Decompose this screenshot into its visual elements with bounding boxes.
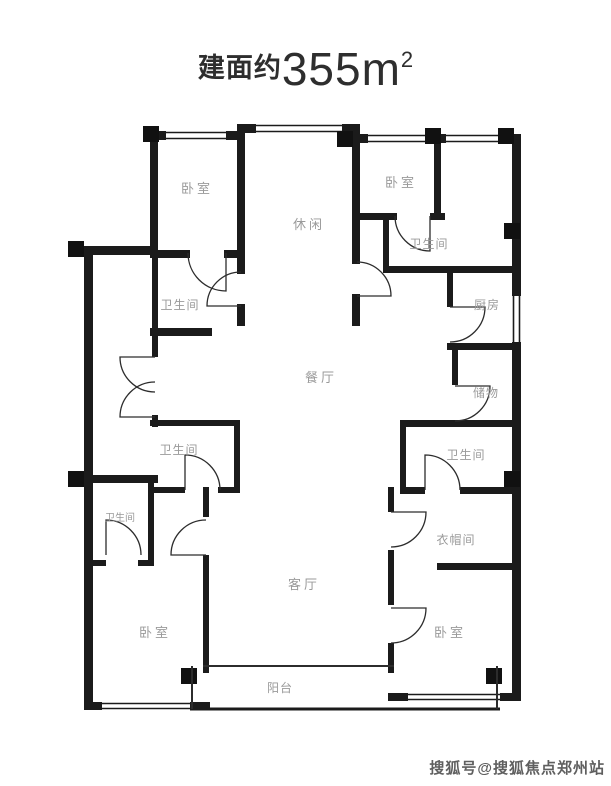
pillars-group xyxy=(68,126,520,684)
room-label-bathroom-left-upper: 卫生间 xyxy=(160,298,199,312)
door-bedroom-top-left xyxy=(187,252,227,292)
door-cloakroom xyxy=(390,511,427,548)
room-label-kitchen: 厨房 xyxy=(474,297,500,312)
title-prefix: 建面约 xyxy=(197,53,282,83)
page-title: 建面约355m2 xyxy=(0,42,611,96)
door-bathroom-left-mid xyxy=(184,454,221,491)
door-entry-lower xyxy=(119,381,156,418)
room-label-living-room: 客厅 xyxy=(288,577,320,592)
room-label-leisure: 休闲 xyxy=(293,217,325,232)
windows-group xyxy=(102,124,521,710)
room-labels-group: 卧室 休闲 卧室 卫生间 卫生间 厨房 餐厅 储物 卫生间 卫生间 卫生间 衣帽… xyxy=(105,175,500,695)
doors-group xyxy=(105,215,491,644)
door-corridor-right xyxy=(356,261,392,297)
door-storage xyxy=(454,385,491,422)
door-bedroom-bottom-right xyxy=(390,607,427,644)
title-area-value: 355m xyxy=(281,43,401,95)
watermark: 搜狐号@搜狐焦点郑州站 xyxy=(429,760,605,777)
room-label-balcony: 阳台 xyxy=(267,680,293,695)
door-bathroom-right-mid xyxy=(424,454,461,491)
room-label-bedroom-top-right: 卧室 xyxy=(385,175,417,190)
door-bathroom-top-right xyxy=(394,215,431,252)
door-entry-upper xyxy=(119,356,156,393)
room-label-bathroom-top-right: 卫生间 xyxy=(409,237,448,251)
room-label-bedroom-bottom-left: 卧室 xyxy=(139,625,171,640)
door-bathroom-left-small xyxy=(105,519,142,556)
balcony-lines-group xyxy=(190,665,500,711)
room-label-dining-room: 餐厅 xyxy=(305,370,337,385)
title-area-superscript: 2 xyxy=(400,47,414,72)
door-kitchen xyxy=(449,306,486,343)
room-label-storage: 储物 xyxy=(473,385,499,400)
door-corridor-left xyxy=(206,271,242,307)
room-label-bathroom-right-mid: 卫生间 xyxy=(446,448,485,462)
door-bedroom-bottom-left xyxy=(170,519,207,556)
room-label-bathroom-left-mid: 卫生间 xyxy=(159,443,198,457)
room-label-cloakroom: 衣帽间 xyxy=(436,532,475,547)
room-label-bedroom-bottom-right: 卧室 xyxy=(434,625,466,640)
room-label-bathroom-left-small: 卫生间 xyxy=(105,511,135,524)
room-label-bedroom-top-left: 卧室 xyxy=(181,181,213,196)
